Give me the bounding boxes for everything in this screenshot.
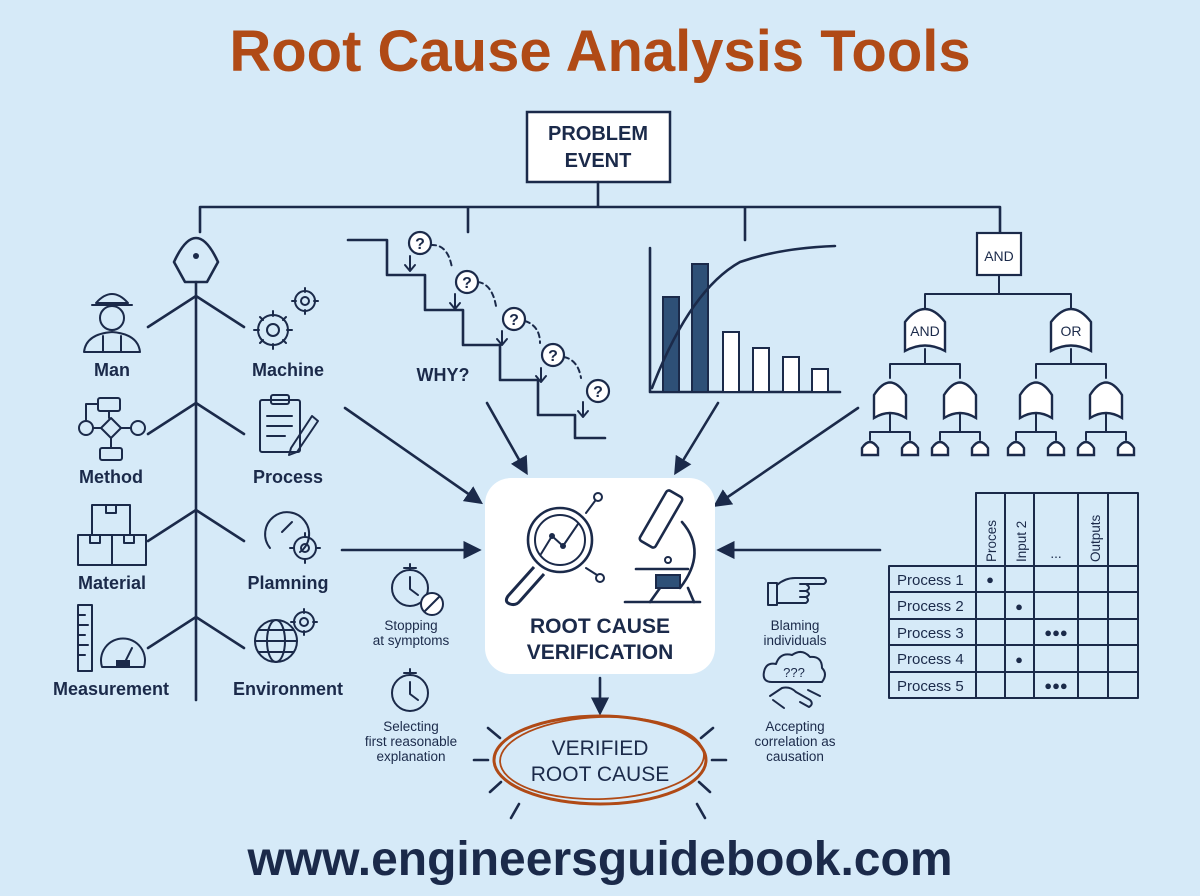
- category-method: Method: [79, 467, 143, 487]
- gauge-gear-icon: [264, 511, 321, 564]
- question-5: ?: [593, 384, 603, 401]
- globe-gear-icon: [254, 608, 318, 663]
- fault-tree-top-gate: AND: [984, 248, 1014, 264]
- cloud-handshake-icon: ???: [762, 651, 826, 709]
- blaming-line1: Blaming: [771, 618, 820, 633]
- worker-icon: [83, 293, 141, 353]
- matrix-col-2: Input 2: [1014, 521, 1029, 562]
- pitfall-selecting: Selecting first reasonable explanation: [365, 668, 457, 764]
- problem-event: PROBLEM EVENT: [525, 110, 672, 184]
- category-material: Material: [78, 573, 146, 593]
- matrix-mark-2: ●: [1015, 599, 1023, 614]
- verified-line1: VERIFIED: [552, 737, 649, 760]
- pitfall-stopping: Stopping at symptoms: [373, 563, 450, 648]
- verified-line2: ROOT CAUSE: [531, 763, 669, 786]
- category-process: Process: [253, 467, 323, 487]
- question-cloud: ???: [783, 665, 805, 680]
- accepting-line3: causation: [766, 749, 824, 764]
- verification-line1: ROOT CAUSE: [530, 615, 670, 638]
- matrix-row-4: Process 4: [897, 651, 964, 668]
- fault-tree-left-gate: AND: [910, 323, 940, 339]
- pitfall-accepting: ??? Accepting correlation as causation: [754, 651, 836, 764]
- fault-tree: AND AND OR: [860, 231, 1136, 457]
- selecting-line3: explanation: [376, 749, 445, 764]
- root-cause-verification: ROOT CAUSE VERIFICATION: [485, 478, 715, 674]
- ruler-gauge-icon: [77, 604, 146, 672]
- fault-tree-right-gate: OR: [1061, 323, 1082, 339]
- verification-line2: VERIFICATION: [527, 641, 674, 664]
- microscope-icon: [623, 489, 702, 604]
- boxes-icon: [77, 504, 147, 566]
- pitfall-blaming: Blaming individuals: [763, 577, 827, 648]
- matrix-row-2: Process 2: [897, 598, 964, 615]
- converging-arrows: [340, 401, 882, 716]
- category-machine: Machine: [252, 360, 324, 380]
- matrix-mark-4: ●: [1015, 652, 1023, 667]
- category-planning: Plamning: [247, 573, 328, 593]
- fishbone-diagram: Man Machine Method Process: [53, 236, 343, 702]
- question-3: ?: [509, 312, 519, 329]
- matrix-row-5: Process 5: [897, 678, 964, 695]
- matrix-col-1: Proces: [984, 520, 999, 562]
- stopwatch-icon: [391, 668, 429, 712]
- question-2: ?: [462, 275, 472, 292]
- problem-event-line2: EVENT: [565, 150, 632, 172]
- footer-url: www.engineersguidebook.com: [247, 833, 953, 886]
- matrix-row-1: Process 1: [897, 572, 964, 589]
- cause-matrix: Proces Input 2 ... Outputs Process 1 Pro…: [888, 492, 1139, 699]
- magnifier-chart-icon: [504, 492, 605, 607]
- matrix-mark-3: ●●●: [1044, 625, 1068, 640]
- flowchart-icon: [78, 397, 146, 461]
- category-environment: Environment: [233, 679, 343, 699]
- question-bubbles: ? ? ? ? ?: [407, 230, 611, 404]
- stopping-line1: Stopping: [384, 618, 437, 633]
- question-1: ?: [415, 236, 425, 253]
- question-4: ?: [548, 348, 558, 365]
- page-title: Root Cause Analysis Tools: [229, 19, 971, 84]
- checklist-icon: [259, 394, 319, 456]
- matrix-col-4: Outputs: [1088, 514, 1103, 562]
- accepting-line1: Accepting: [765, 719, 824, 734]
- selecting-line1: Selecting: [383, 719, 439, 734]
- problem-event-line1: PROBLEM: [548, 123, 648, 145]
- pointing-hand-icon: [767, 577, 827, 606]
- accepting-line2: correlation as: [754, 734, 835, 749]
- matrix-mark-1: ●: [986, 572, 994, 587]
- matrix-mark-5: ●●●: [1044, 678, 1068, 693]
- stopping-line2: at symptoms: [373, 633, 450, 648]
- verified-root-cause: VERIFIED ROOT CAUSE: [472, 714, 728, 820]
- pareto-chart: [648, 244, 842, 394]
- why-label: WHY?: [417, 365, 470, 385]
- category-measurement: Measurement: [53, 679, 169, 699]
- five-whys: ? ? ? ? ? WHY?: [346, 230, 611, 440]
- selecting-line2: first reasonable: [365, 734, 457, 749]
- branch-lines: [198, 180, 1002, 242]
- stopwatch-cancel-icon: [391, 563, 444, 616]
- category-man: Man: [94, 360, 130, 380]
- blaming-line2: individuals: [763, 633, 826, 648]
- matrix-col-3: ...: [1050, 546, 1061, 561]
- matrix-row-3: Process 3: [897, 625, 964, 642]
- gears-icon: [253, 287, 319, 350]
